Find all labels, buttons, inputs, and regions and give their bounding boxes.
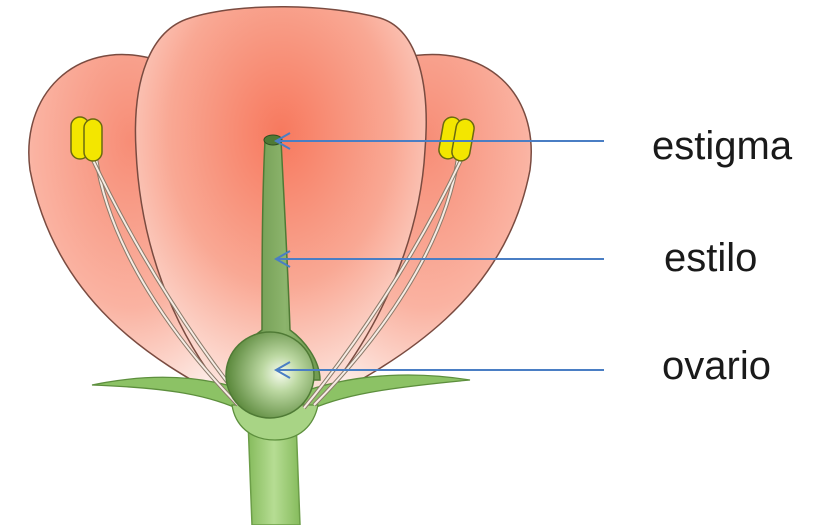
label-ovary: ovario xyxy=(662,346,771,386)
label-style: estilo xyxy=(664,238,757,278)
anther-left xyxy=(71,117,102,161)
anther-right xyxy=(437,116,475,162)
ovary xyxy=(226,332,314,418)
label-stigma: estigma xyxy=(652,126,792,166)
